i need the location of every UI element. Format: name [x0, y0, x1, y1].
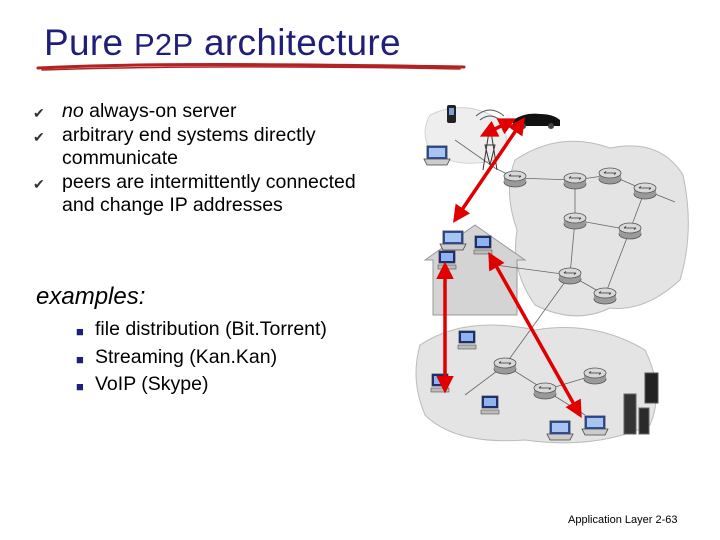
- title-part-1: Pure: [44, 22, 134, 63]
- laptop-icon: [546, 420, 574, 441]
- desktop-computer-icon: [473, 235, 493, 255]
- example-text: file distribution (Bit.Torrent): [95, 318, 327, 340]
- laptop-icon: [581, 415, 609, 436]
- square-bullet-icon: ■: [76, 351, 84, 367]
- page-number: 2-63: [655, 514, 678, 526]
- router-icon: [633, 182, 657, 200]
- example-text: VoIP (Skype): [95, 373, 209, 395]
- square-bullet-icon: ■: [76, 324, 84, 339]
- laptop-icon: [423, 145, 451, 166]
- laptop-icon: [439, 230, 467, 251]
- desktop-computer-icon: [457, 330, 477, 350]
- bullet-item: ✔ no always-on server: [33, 100, 363, 124]
- router-icon: [493, 357, 517, 375]
- router-icon: [563, 212, 587, 230]
- router-icon: [583, 367, 607, 385]
- p2p-connection-arrows: [436, 117, 582, 419]
- bullet-text: always-on server: [83, 100, 237, 122]
- server-rack-icon: [623, 372, 659, 435]
- title-underline: [36, 63, 466, 71]
- router-icon: [598, 167, 622, 185]
- p2p-arrow: [453, 117, 525, 223]
- checkmark-bullet-icon: ✔: [33, 175, 45, 192]
- slide-footer: Application Layer 2-63: [568, 514, 677, 526]
- examples-list: ■ file distribution (Bit.Torrent) ■ Stream…: [76, 318, 366, 401]
- desktop-computer-icon: [480, 395, 500, 415]
- bullet-item: ✔ arbitrary end systems directly communic…: [33, 124, 363, 171]
- bullet-text: peers are intermittently connected and c…: [62, 170, 356, 217]
- p2p-network-diagram: [415, 105, 689, 444]
- router-icon: [563, 172, 587, 190]
- smartphone-icon: [447, 105, 456, 123]
- bullet-item: ✔ peers are intermittently connected and …: [33, 171, 363, 218]
- footer-label: Application Layer: [568, 514, 653, 526]
- example-text: Streaming (Kan.Kan): [95, 345, 278, 368]
- checkmark-bullet-icon: ✔: [33, 105, 45, 121]
- examples-label: examples:: [36, 283, 146, 310]
- desktop-computer-icon: [437, 250, 457, 270]
- router-icon: [593, 287, 617, 305]
- checkmark-bullet-icon: ✔: [33, 128, 45, 145]
- square-bullet-icon: ■: [76, 379, 84, 394]
- router-icon: [503, 170, 527, 188]
- network-cloud-bottom: [415, 324, 657, 444]
- bullet-italic: no: [62, 100, 84, 122]
- p2p-arrow: [488, 251, 582, 419]
- router-icon: [618, 222, 642, 240]
- bullet-text: arbitrary end systems directly communica…: [62, 123, 316, 170]
- example-item: ■ Streaming (Kan.Kan): [76, 346, 366, 369]
- router-icon: [533, 382, 557, 400]
- bullet-list: ✔ no always-on server ✔ arbitrary end syst…: [33, 100, 363, 218]
- title-part-2: P2P: [133, 27, 194, 62]
- title-part-3: architecture: [193, 22, 401, 63]
- slide-title: Pure P2P architecture: [44, 22, 401, 64]
- example-item: ■ VoIP (Skype): [76, 373, 366, 396]
- example-item: ■ file distribution (Bit.Torrent): [76, 318, 366, 341]
- router-icon: [558, 267, 582, 285]
